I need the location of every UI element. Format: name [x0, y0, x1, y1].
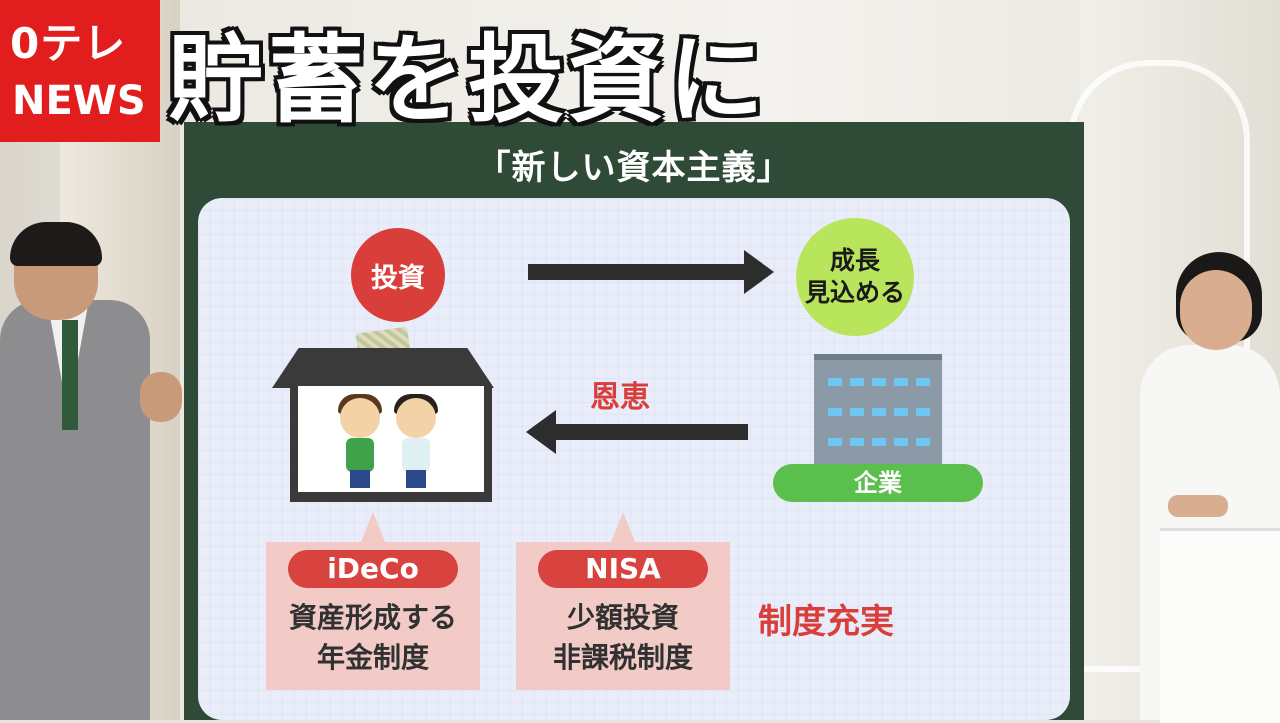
boy-legs: [350, 470, 370, 488]
company-label: 企業: [773, 464, 983, 502]
logo-bottom-text: NEWS: [12, 78, 146, 124]
growth-label-line2: 見込める: [804, 278, 905, 307]
girl-illustration: [394, 394, 438, 488]
building-window: [828, 378, 842, 386]
board-title: 「新しい資本主義」: [476, 148, 792, 188]
boy-face: [340, 398, 380, 438]
house-roof-icon: [272, 348, 494, 388]
office-building-icon: [814, 354, 942, 470]
right-arrow-icon: [528, 250, 774, 294]
studio-desk: [1160, 528, 1280, 723]
system-enhancement-label: 制度充実: [758, 602, 894, 642]
diagram-panel: 投資 成長 見込める 恩恵: [198, 198, 1070, 720]
nisa-callout: NISA 少額投資 非課税制度: [516, 512, 730, 690]
building-window: [894, 438, 908, 446]
logo-top-text: 0テレ: [10, 19, 127, 68]
house-icon: [290, 386, 492, 502]
girl-face: [396, 398, 436, 438]
left-arrow-icon: [526, 410, 748, 454]
invest-label: 投資: [371, 262, 425, 294]
building-window: [828, 408, 842, 416]
growth-circle: 成長 見込める: [796, 218, 914, 336]
nisa-desc-line1: 少額投資: [566, 601, 679, 634]
building-window: [850, 408, 864, 416]
male-presenter-tie: [62, 320, 78, 430]
female-presenter-hands: [1168, 495, 1228, 517]
building-window: [850, 378, 864, 386]
ideco-desc-line1: 資産形成する: [288, 601, 457, 634]
building-window: [916, 378, 930, 386]
female-presenter-head: [1180, 270, 1252, 350]
growth-label-line1: 成長: [829, 246, 880, 275]
ideco-badge: iDeCo: [288, 550, 458, 588]
building-window: [872, 408, 886, 416]
nisa-badge: NISA: [538, 550, 708, 588]
building-window: [872, 438, 886, 446]
headline-caption: 貯蓄を投資に: [168, 24, 768, 136]
male-presenter-hand: [140, 372, 182, 422]
benefit-label: 恩恵: [590, 380, 650, 415]
boy-illustration: [338, 394, 382, 488]
ntv-news-logo: 0テレ NEWS: [0, 0, 160, 142]
building-window: [916, 438, 930, 446]
girl-legs: [406, 470, 426, 488]
ideco-callout: iDeCo 資産形成する 年金制度: [266, 512, 480, 690]
building-window: [894, 408, 908, 416]
ideco-desc-line2: 年金制度: [316, 641, 429, 674]
growth-label: 成長 見込める: [805, 245, 905, 309]
girl-shirt: [402, 438, 430, 472]
nisa-desc-line2: 非課税制度: [552, 641, 693, 674]
explainer-board: 「新しい資本主義」 投資 成長 見込める 恩恵: [184, 122, 1084, 720]
male-presenter-hair: [10, 222, 102, 266]
boy-shirt: [346, 438, 374, 472]
building-window: [894, 378, 908, 386]
building-window: [828, 438, 842, 446]
building-window: [872, 378, 886, 386]
building-window: [850, 438, 864, 446]
building-window: [916, 408, 930, 416]
invest-circle: 投資: [351, 228, 445, 322]
